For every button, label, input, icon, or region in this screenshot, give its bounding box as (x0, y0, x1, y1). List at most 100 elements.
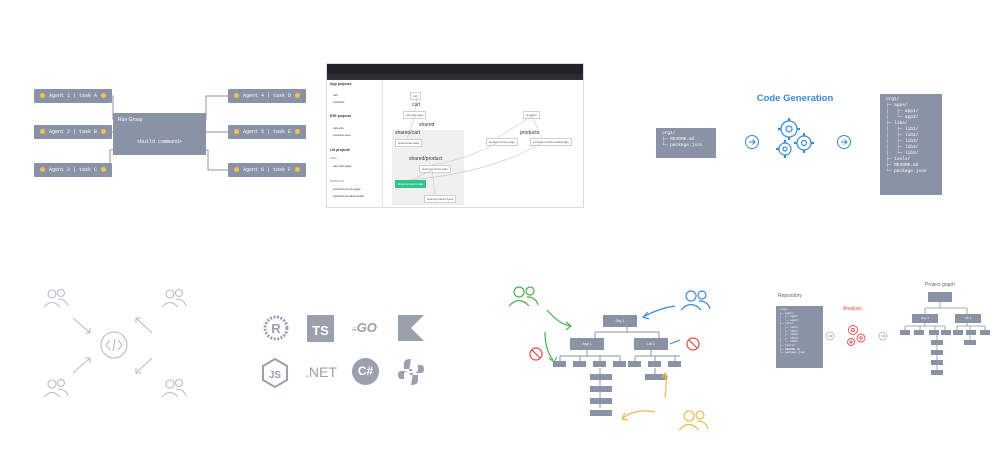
collaboration-diagram (43, 288, 187, 398)
agent-box-5: Agent 5 | task E (228, 125, 307, 139)
sidebar-item-products-product-detail[interactable]: products-product-detail (333, 194, 364, 198)
arrow-right-icon (878, 331, 888, 341)
dependency-annotations (508, 286, 711, 431)
run-group-box: Run Group <build command> (113, 113, 206, 155)
graph-node-cart-cart-page[interactable]: cart-cart-page (403, 111, 427, 119)
gears-icon (776, 118, 814, 158)
graph-leaf (914, 330, 924, 335)
run-group-command: <build command> (136, 139, 182, 145)
agent-label: Agent 1 | task A (49, 93, 98, 99)
graph-node-shared-product-state[interactable]: shared-product-state (419, 165, 451, 173)
group-label-products: products (520, 130, 540, 136)
graph-leaf (980, 330, 990, 335)
sidebar-item-cart-e2e[interactable]: cart-e2e (333, 126, 345, 130)
graph-leaf (953, 330, 963, 335)
browser-url-bar (327, 74, 583, 80)
graph-leaf (590, 374, 612, 380)
graph-leaf (941, 330, 951, 335)
browser-tab-bar (327, 64, 583, 74)
project-sidebar: App projects cart products E2E projects … (327, 80, 383, 207)
graph-leaf (648, 361, 661, 367)
agent-box-4: Agent 4 | task D (228, 89, 307, 103)
csharp-icon: C# (352, 358, 379, 385)
graph-node-products-home-page[interactable]: products-home-page (486, 138, 518, 146)
project-graph-lines (904, 302, 986, 370)
graph-node-shared-cart-state[interactable]: shared-cart-state (395, 139, 423, 147)
group-label-shared-product: shared/product (409, 156, 443, 162)
graph-leaf (590, 386, 612, 392)
typescript-icon: TS (307, 315, 334, 342)
repository-tree: org1/ ├─ apps/ │ ├─ app1/ │ └─ app2/ ├─ … (776, 306, 823, 368)
agent-box-1: Agent 1 | task A (34, 89, 113, 103)
lib-projects-header: Lib projects (330, 148, 350, 152)
project-graph-label: Project graph (925, 282, 955, 288)
graph-leaf (964, 340, 976, 345)
agent-label: Agent 6 | task F (243, 167, 292, 173)
graph-leaf (966, 330, 976, 335)
rust-icon: R (263, 315, 289, 341)
kotlin-icon (398, 315, 424, 341)
run-group-title: Run Group (118, 117, 143, 123)
graph-leaf (553, 361, 566, 367)
graph-node-shared-product-data[interactable]: shared-product-data (395, 180, 427, 188)
graph-edges (406, 96, 543, 196)
agent-label: Agent 4 | task D (243, 93, 292, 99)
graph-leaf (590, 410, 612, 416)
graph-node-products[interactable]: products (523, 111, 540, 119)
blocked-icon (686, 337, 700, 351)
dotnet-icon: .NET (305, 364, 337, 380)
lib-cart-group: CART (330, 157, 337, 160)
sidebar-item-cart[interactable]: cart (333, 93, 339, 97)
graph-node-products-product-detail-page[interactable]: products-product-detail-page (530, 138, 572, 146)
project-graph-root (928, 292, 952, 302)
graph-node-lib: Lib 1 (634, 338, 668, 350)
group-label-shared-cart: shared/cart (395, 130, 421, 136)
sidebar-item-cart-cart-page[interactable]: cart-cart-page (333, 164, 352, 168)
code-generation-title: Code Generation (756, 93, 834, 104)
agent-icon (40, 93, 45, 99)
group-label-cart: cart (412, 102, 421, 108)
arrow-right-icon (745, 135, 759, 149)
graph-leaf (645, 374, 667, 380)
e2e-projects-header: E2E projects (330, 114, 352, 118)
agent-label: Agent 3 | task C (49, 167, 98, 173)
app-projects-header: App projects (330, 82, 352, 86)
python-icon (398, 359, 424, 385)
project-graph-app: App 1 (912, 314, 938, 323)
user-blue-icon (680, 290, 711, 311)
user-green-icon (508, 286, 539, 307)
lib-products-group: PRODUCTS (330, 180, 345, 183)
graph-leaf (613, 361, 626, 367)
graph-leaf (931, 360, 943, 365)
graph-leaf (668, 361, 681, 367)
graph-leaf (931, 370, 943, 375)
sidebar-item-products-home-page[interactable]: products-home-page (333, 187, 361, 191)
agent-label: Agent 2 | task B (49, 129, 98, 135)
sidebar-item-products[interactable]: products (333, 100, 345, 104)
agent-box-2: Agent 2 | task B (34, 125, 113, 139)
svg-text:JS: JS (269, 370, 282, 381)
graph-node-org: Org 1 (603, 315, 637, 327)
graph-leaf (590, 398, 612, 404)
agent-label: Agent 5 | task E (243, 129, 292, 135)
graph-leaf (593, 361, 606, 367)
graph-node-shared-product-types[interactable]: shared-product-types (424, 195, 457, 203)
graph-leaf (573, 361, 586, 367)
users-icon (43, 288, 69, 308)
blocked-icon (529, 347, 543, 361)
user-yellow-icon (678, 410, 709, 431)
sidebar-item-products-e2e[interactable]: products-e2e (333, 133, 351, 137)
repository-label: Repository (778, 293, 802, 299)
project-graph-lib: Lib 1 (955, 314, 981, 323)
svg-text:R: R (271, 321, 281, 336)
analysis-label: Analysis (843, 306, 862, 312)
arrow-right-icon (825, 331, 835, 341)
agent-box-6: Agent 6 | task F (228, 163, 307, 177)
graph-node-app: App 1 (570, 338, 604, 350)
graph-node-cart[interactable]: cart (410, 92, 421, 100)
graph-leaf (628, 361, 641, 367)
arrow-right-icon (837, 135, 851, 149)
project-graph-screenshot: App projects cart products E2E projects … (326, 63, 584, 208)
agent-box-3: Agent 3 | task C (34, 163, 113, 177)
graph-leaf (931, 340, 943, 345)
